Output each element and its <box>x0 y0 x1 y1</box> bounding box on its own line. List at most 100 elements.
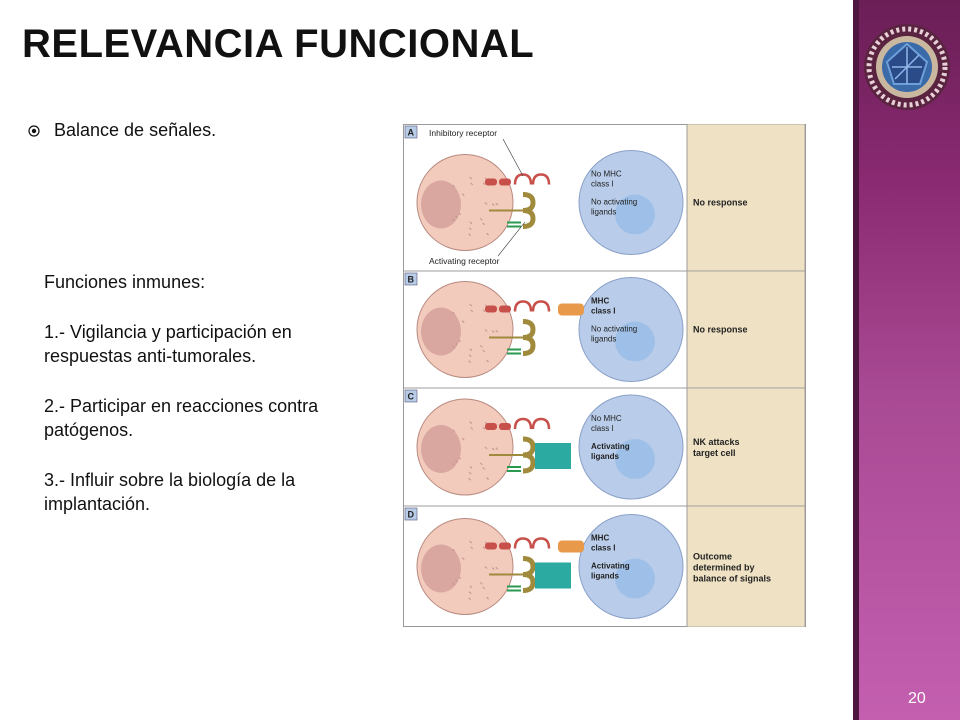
outcome-label: Outcome <box>693 552 732 562</box>
granule <box>455 342 458 346</box>
granule <box>455 579 458 583</box>
granule <box>482 426 486 430</box>
inhibitory-receptor-label: Inhibitory receptor <box>429 128 497 138</box>
granule <box>479 344 483 348</box>
granule <box>482 349 486 353</box>
outcome-box <box>686 270 806 389</box>
granule <box>482 309 486 313</box>
outcome-box <box>686 387 806 507</box>
mhc-molecule <box>558 303 584 316</box>
granule <box>455 215 458 219</box>
activating-receptor-label: Activating receptor <box>429 256 500 266</box>
granule <box>469 303 473 307</box>
granule <box>458 339 462 343</box>
body-text: Funciones inmunes: 1.- Vigilancia y part… <box>44 270 364 542</box>
granule <box>484 566 488 569</box>
inhibitory-receptor <box>499 423 511 430</box>
inhibitory-loops <box>513 417 551 430</box>
granule <box>468 227 472 231</box>
granule <box>452 184 456 188</box>
target-nucleus <box>615 194 655 235</box>
activating-ligand <box>535 562 571 589</box>
nk-nucleus <box>421 307 461 356</box>
granule <box>470 546 474 550</box>
outcome-label: No response <box>693 325 748 335</box>
panel-box <box>403 505 688 627</box>
granule <box>461 437 465 441</box>
granule <box>468 233 472 237</box>
inhibitory-receptor <box>485 305 497 313</box>
target-label: ligands <box>591 452 620 461</box>
inhibitory-receptor <box>499 305 511 313</box>
panel-letter-box <box>404 507 418 521</box>
bullet-text: Balance de señales. <box>54 120 217 140</box>
granule <box>461 557 465 561</box>
virus-emblem-icon <box>864 24 950 110</box>
granule <box>486 596 489 600</box>
granule <box>469 348 473 352</box>
granule <box>484 329 488 332</box>
granule <box>461 320 465 324</box>
target-label: class I <box>591 544 615 553</box>
granule <box>458 456 462 460</box>
granule <box>470 182 474 186</box>
panel-letter: B <box>408 275 415 285</box>
granule <box>452 548 456 552</box>
outcome-box <box>686 505 806 627</box>
inhibitory-receptor <box>485 542 497 550</box>
target-label: MHC <box>591 534 609 543</box>
granule <box>452 429 456 433</box>
target-label: ligands <box>591 572 620 581</box>
panel-letter: A <box>408 128 415 138</box>
inhibitory-receptor <box>485 178 497 186</box>
granule <box>486 477 489 480</box>
granule <box>484 446 488 450</box>
target-nucleus <box>615 439 655 479</box>
panel-letter: D <box>408 510 415 520</box>
target-nucleus <box>615 558 655 599</box>
target-label: No MHC <box>591 170 622 179</box>
granule <box>495 566 499 570</box>
inhibitory-receptor <box>485 423 497 430</box>
granule <box>486 359 489 363</box>
granule <box>458 576 462 580</box>
granule <box>469 465 473 469</box>
granule <box>482 466 486 470</box>
granule <box>486 232 489 236</box>
granule <box>455 459 458 463</box>
granule <box>491 447 495 451</box>
slide-title: RELEVANCIA FUNCIONAL <box>22 22 535 66</box>
granule <box>495 329 499 333</box>
granule <box>469 421 473 425</box>
granule <box>482 586 486 590</box>
outcome-label: balance of signals <box>693 574 771 584</box>
granule <box>469 540 473 544</box>
target-label: No activating <box>591 198 637 207</box>
granule <box>495 447 499 451</box>
granule <box>491 567 495 571</box>
target-label: class I <box>591 180 614 189</box>
granule <box>451 218 455 222</box>
granule <box>468 354 472 358</box>
panel-letter: C <box>408 392 415 402</box>
granule <box>468 597 472 601</box>
granule <box>452 311 456 315</box>
paragraph-3: 3.- Influir sobre la biología de la impl… <box>44 470 296 514</box>
callout-line <box>502 138 524 177</box>
activating-ligand <box>535 443 571 469</box>
granule <box>451 462 455 466</box>
granule <box>470 426 474 430</box>
granule <box>482 546 486 550</box>
page-number: 20 <box>908 690 926 707</box>
target-label: Activating <box>591 442 630 451</box>
paragraph-1: 1.- Vigilancia y participación en respue… <box>44 322 292 366</box>
target-nucleus <box>615 321 655 362</box>
decorative-sidebar <box>853 0 960 720</box>
granule <box>470 309 474 313</box>
target-label: class I <box>591 307 615 316</box>
target-label: class I <box>591 424 614 433</box>
